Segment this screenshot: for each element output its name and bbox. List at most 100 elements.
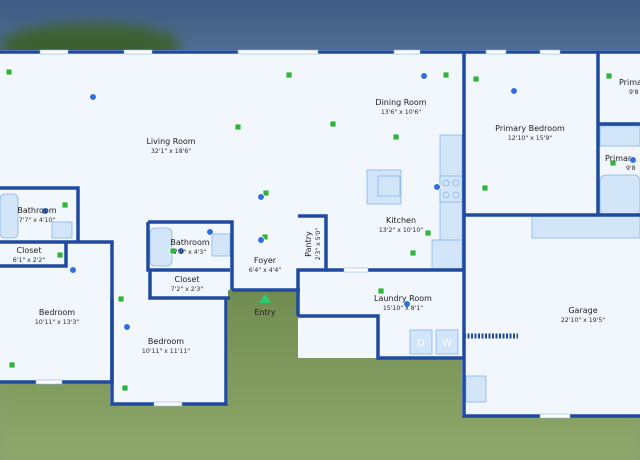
entry-marker-icon[interactable]: [259, 294, 271, 303]
walls: [0, 50, 640, 418]
photo-hotspot[interactable]: [472, 75, 480, 83]
photo-hotspot[interactable]: [285, 71, 293, 79]
panorama-hotspot[interactable]: [123, 323, 131, 331]
photo-hotspot[interactable]: [121, 384, 129, 392]
stove: [439, 175, 463, 203]
room-dims-primary-mid: 9'8: [626, 165, 636, 172]
room-name-bathroom-center: Bathroom: [170, 238, 210, 247]
panorama-hotspot[interactable]: [177, 247, 185, 255]
garage-shelf: [531, 215, 640, 239]
photo-hotspot[interactable]: [56, 251, 64, 259]
room-dims-laundry-room: 15'10" x 8'1": [383, 305, 423, 312]
room-dims-primary-bedroom: 12'10" x 15'9": [508, 135, 552, 142]
vanity-left: [51, 221, 73, 239]
room-dims-bathroom-left: 7'7" x 4'10": [19, 217, 56, 224]
photo-hotspot[interactable]: [605, 72, 613, 80]
room-dims-foyer: 6'4" x 4'4": [249, 267, 282, 274]
window: [39, 49, 69, 55]
room-name-laundry-room: Laundry Room: [374, 294, 432, 303]
kitchen-sink: [377, 175, 401, 197]
panorama-hotspot[interactable]: [257, 193, 265, 201]
photo-hotspot[interactable]: [8, 361, 16, 369]
photo-hotspot[interactable]: [377, 287, 385, 295]
dryer[interactable]: [409, 329, 433, 355]
room-dims-closet-left: 6'1" x 2'2": [13, 257, 46, 264]
photo-hotspot[interactable]: [392, 133, 400, 141]
panorama-hotspot[interactable]: [420, 72, 428, 80]
room-dims-closet-center: 7'2" x 2'3": [171, 286, 204, 293]
photo-hotspot[interactable]: [424, 229, 432, 237]
room-name-bathroom-left: Bathroom: [17, 206, 57, 215]
room-dims-bathroom-center: 7'9" x 4'3": [174, 249, 207, 256]
photo-hotspot[interactable]: [117, 295, 125, 303]
garage-cabinet: [465, 375, 487, 403]
window: [153, 401, 183, 407]
photo-hotspot[interactable]: [234, 123, 242, 131]
room-dims-living-room: 32'1" x 18'6": [151, 148, 191, 155]
center-closet-wall: [148, 270, 230, 300]
washer-label: W: [442, 338, 452, 349]
stove-burner: [452, 179, 460, 187]
room-name-kitchen: Kitchen: [386, 216, 416, 225]
primary-vanity: [599, 125, 640, 147]
room-name-garage: Garage: [568, 306, 597, 315]
photo-hotspot[interactable]: [409, 249, 417, 257]
panorama-hotspot[interactable]: [89, 93, 97, 101]
closet-divider: [0, 242, 68, 268]
room-name-living-room: Living Room: [146, 137, 195, 146]
room-name-foyer: Foyer: [254, 256, 277, 265]
room-name-primary-mid: Primar: [605, 154, 632, 163]
vanity-center: [211, 233, 231, 257]
room-dims-primary-top: 9'8: [629, 89, 639, 96]
room-labels: Living Room 32'1" x 18'6" Dining Room 13…: [13, 78, 640, 355]
room-name-primary-bedroom: Primary Bedroom: [495, 124, 565, 133]
window: [393, 49, 421, 55]
panorama-hotspot[interactable]: [629, 156, 637, 164]
room-dims-garage: 22'10" x 19'5": [561, 317, 605, 324]
photo-hotspot[interactable]: [609, 159, 617, 167]
photo-hotspot[interactable]: [481, 184, 489, 192]
room-name-dining-room: Dining Room: [375, 98, 426, 107]
stove-burner: [442, 179, 450, 187]
center-bath-left: [146, 222, 230, 272]
panorama-hotspot[interactable]: [206, 228, 214, 236]
fridge: [431, 239, 463, 271]
bathtub-left: [0, 193, 19, 239]
primary-tub: [599, 174, 640, 216]
center-bath-wall: [148, 220, 234, 290]
garage-outline: [462, 290, 640, 418]
panorama-hotspot[interactable]: [403, 300, 411, 308]
window: [485, 49, 507, 55]
panorama-hotspot[interactable]: [433, 183, 441, 191]
left-bath-wall: [0, 186, 80, 242]
bathtub-center: [149, 227, 173, 267]
window: [35, 379, 63, 385]
photo-hotspot[interactable]: [329, 120, 337, 128]
room-dims-dining-room: 13'6" x 10'6": [381, 109, 421, 116]
photo-hotspot[interactable]: [61, 201, 69, 209]
panorama-hotspot[interactable]: [41, 207, 49, 215]
panorama-hotspot[interactable]: [510, 87, 518, 95]
room-dims-kitchen: 13'2" x 10'10": [379, 227, 423, 234]
photo-hotspot[interactable]: [169, 247, 177, 255]
dryer-label: D: [417, 338, 425, 349]
windows: [35, 49, 571, 419]
window: [123, 49, 153, 55]
photo-hotspot[interactable]: [442, 71, 450, 79]
laundry-appliances: D W: [409, 329, 459, 355]
panorama-hotspot[interactable]: [69, 266, 77, 274]
stove-burner: [442, 191, 450, 199]
room-dims-bedroom-center: 10'11" x 11'11": [142, 348, 190, 355]
washer[interactable]: [435, 329, 459, 355]
stove-burner: [452, 191, 460, 199]
room-name-closet-left: Closet: [17, 246, 42, 255]
hotspots: [5, 68, 637, 392]
panorama-hotspot[interactable]: [257, 236, 265, 244]
floor-left-bedroom: [0, 240, 112, 382]
room-name-bedroom-left: Bedroom: [39, 308, 75, 317]
photo-hotspot[interactable]: [5, 68, 13, 76]
window: [237, 49, 319, 55]
photo-hotspot[interactable]: [262, 189, 270, 197]
fixtures: [0, 125, 640, 403]
